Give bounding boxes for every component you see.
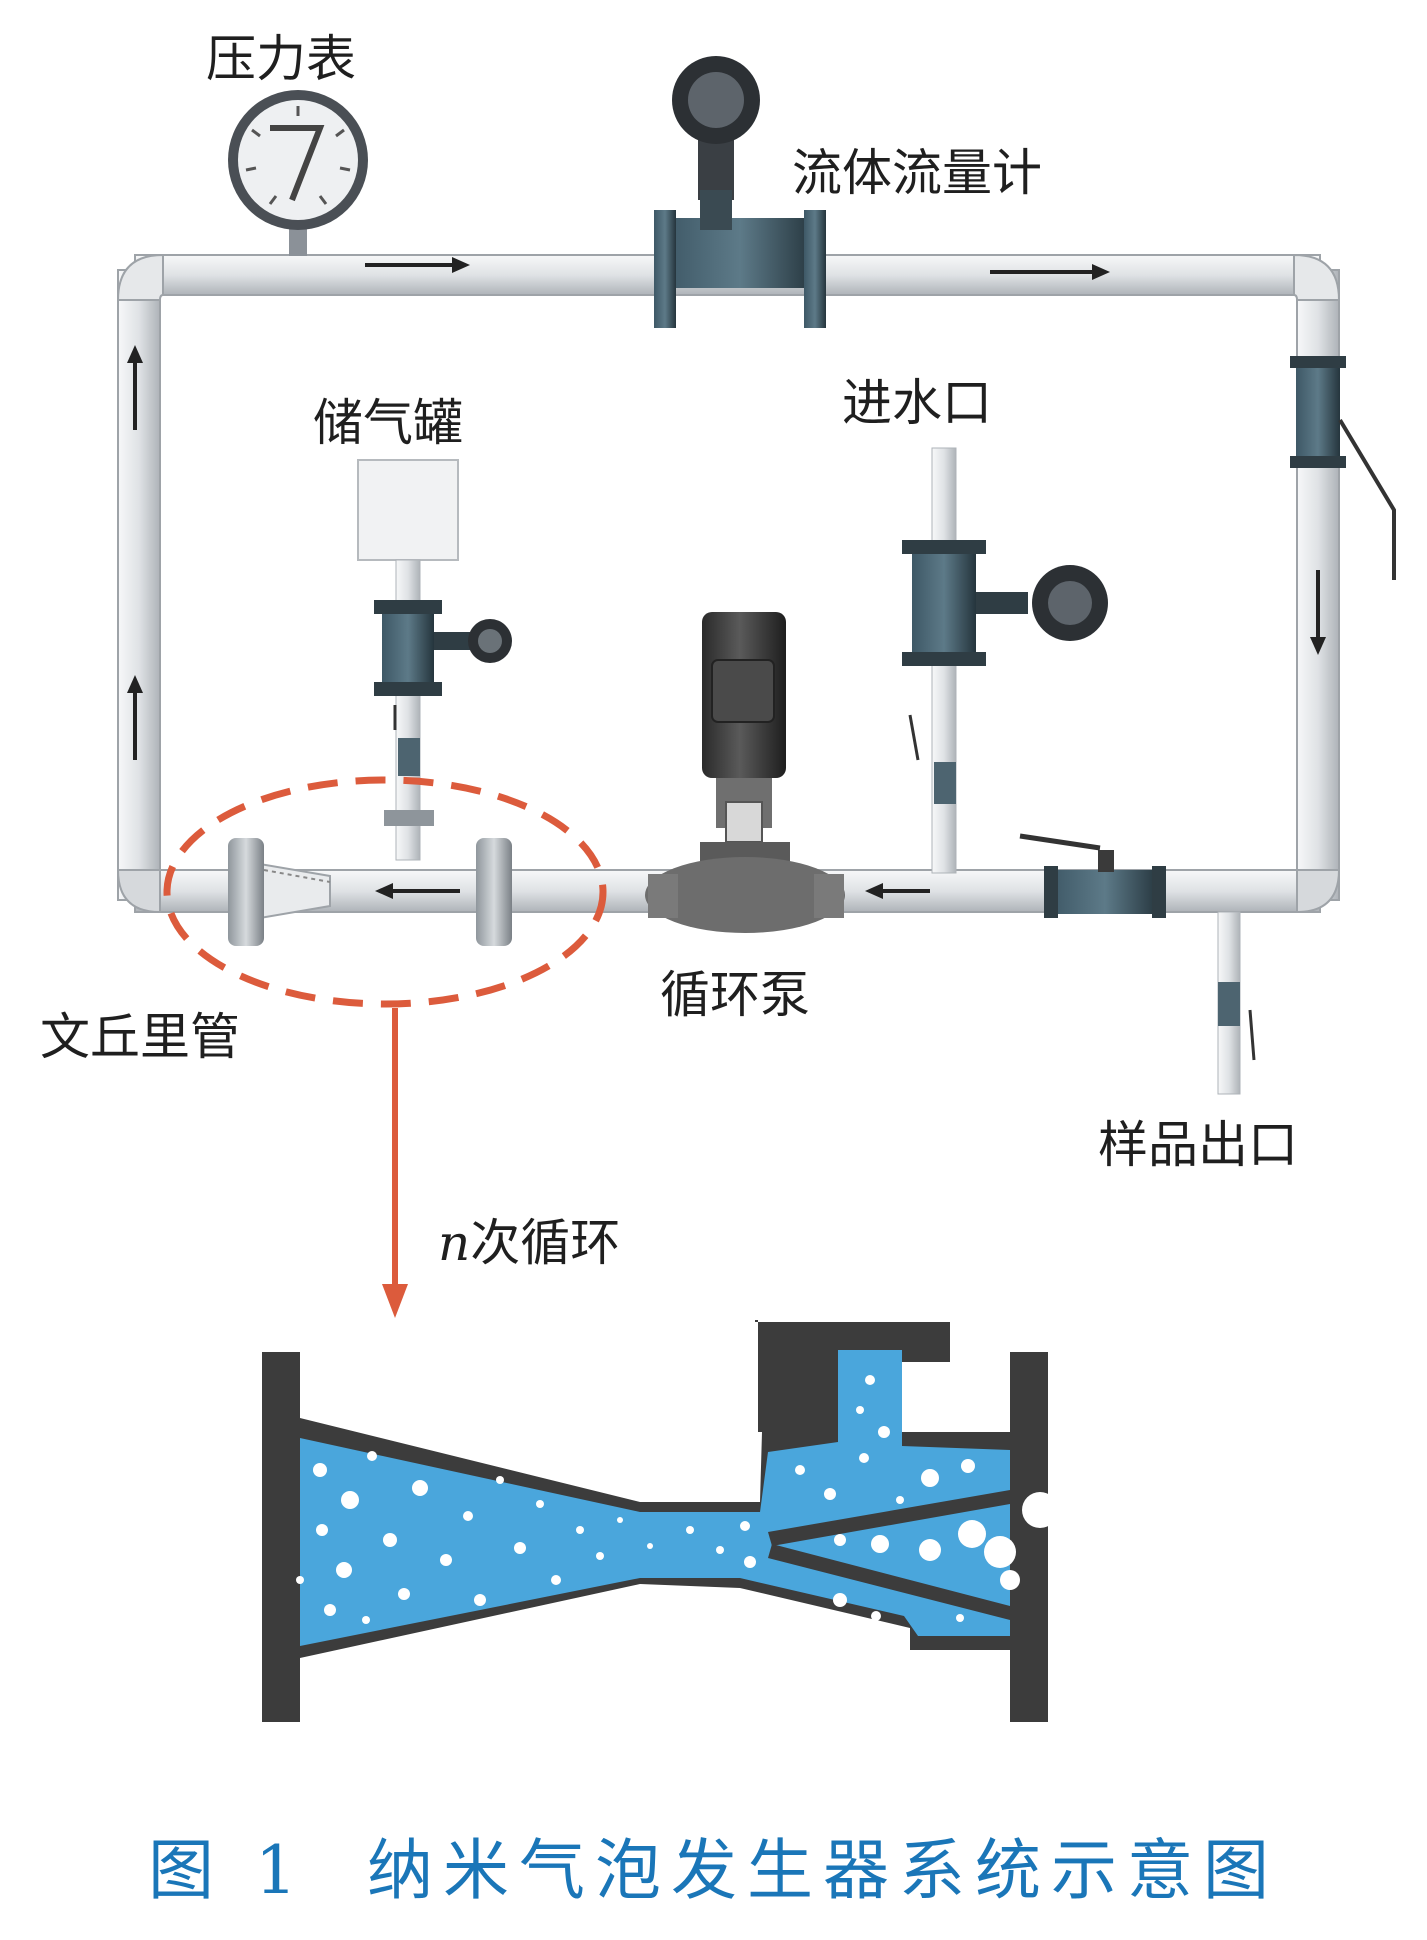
flowmeter-label: 流体流量计 <box>792 144 1042 202</box>
pump-label: 循环泵 <box>660 966 810 1024</box>
sample-outlet-label: 样品出口 <box>1098 1116 1298 1174</box>
highlight-ellipse <box>163 776 607 1008</box>
pressure-gauge-icon <box>228 90 368 256</box>
bubbles <box>296 1375 1058 1624</box>
flowmeter-icon <box>654 56 826 328</box>
sample-outlet-icon <box>1217 911 1256 1095</box>
venturi-in-loop-icon <box>228 838 512 946</box>
cycles-text: 次循环 <box>470 1214 621 1272</box>
venturi-cross-section <box>262 1320 1058 1722</box>
flow-arrows <box>127 257 1326 899</box>
side-valve-icon <box>1290 356 1396 580</box>
pressure-gauge-label: 压力表 <box>206 30 356 88</box>
cycle-arrow-icon <box>382 1008 408 1318</box>
cycles-label: n次循环 <box>438 1218 620 1268</box>
circulation-pump-icon <box>645 612 845 933</box>
water-fill <box>300 1350 1010 1646</box>
gas-tank-icon <box>357 459 512 861</box>
venturi-label: 文丘里管 <box>40 1008 240 1066</box>
cycles-variable: n <box>438 1214 471 1272</box>
water-inlet-label: 进水口 <box>842 374 992 432</box>
ball-valve-icon <box>1019 833 1166 918</box>
figure-title: 纳米气泡发生器系统示意图 <box>366 1832 1279 1909</box>
gas-tank-label: 储气罐 <box>313 394 463 452</box>
figure-number: 图 1 <box>148 1832 307 1909</box>
water-inlet-icon <box>902 447 1108 874</box>
